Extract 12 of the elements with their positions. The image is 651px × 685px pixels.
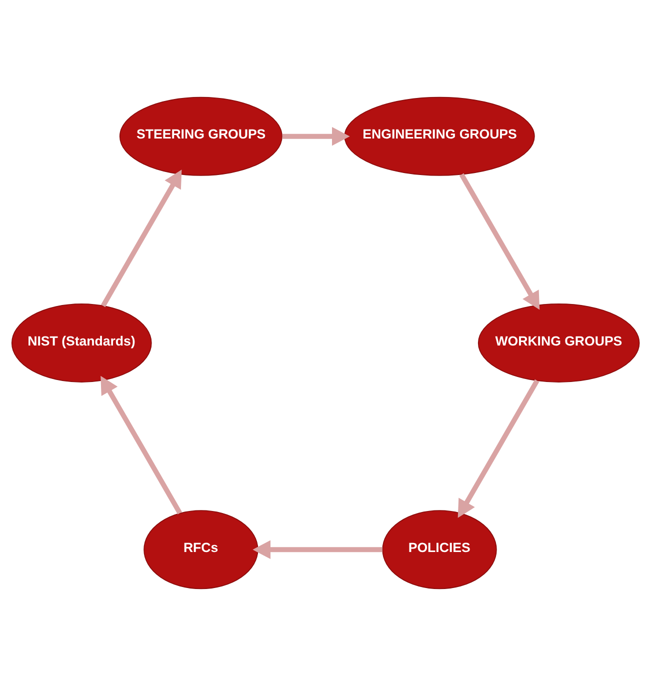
arrow: [459, 172, 540, 310]
node-ellipse: ENGINEERING GROUPS: [344, 96, 535, 176]
node-ellipse: NIST (Standards): [11, 303, 152, 382]
node-ellipse: POLICIES: [382, 510, 497, 589]
node-ellipse: RFCs: [144, 510, 258, 589]
arrow: [100, 169, 182, 307]
node-ellipse: WORKING GROUPS: [478, 303, 640, 382]
arrow: [100, 375, 182, 514]
node-ellipse: STEERING GROUPS: [119, 96, 282, 176]
arrow: [252, 540, 382, 558]
arrow: [458, 378, 540, 518]
arrow: [282, 126, 350, 146]
